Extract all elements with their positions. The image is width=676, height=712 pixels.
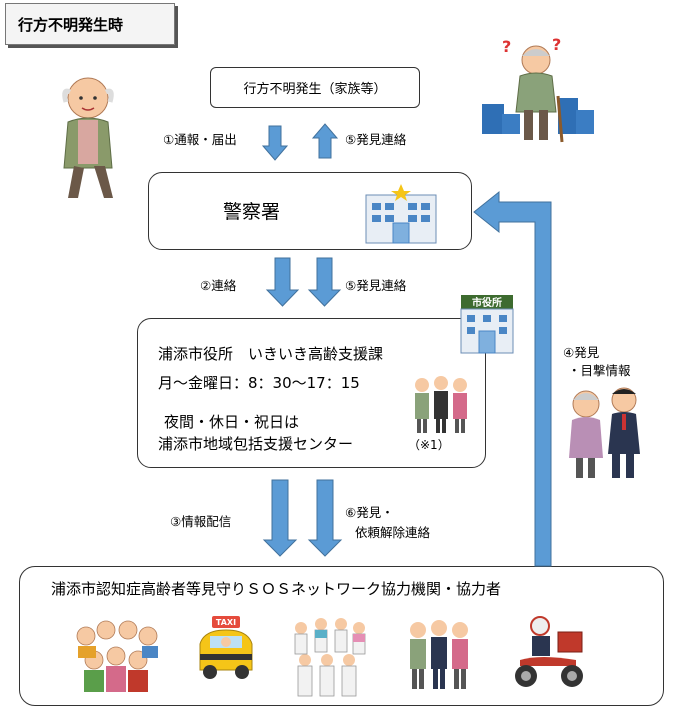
arrow-report-down [261, 125, 289, 161]
city-hall-sign: 市役所 [472, 296, 502, 309]
arrow-witness-path [473, 190, 552, 567]
city-office-line4: 浦添市地域包括支援センター [158, 435, 354, 453]
occurrence-node: 行方不明発生（家族等） [210, 67, 420, 108]
police-station-icon [365, 184, 437, 244]
arrow-found-up [311, 123, 339, 159]
page-title-text: 行方不明発生時 [18, 15, 124, 34]
step-found-2: ⑤発見連絡 [345, 278, 407, 293]
step-witness-2: ・目撃情報 [568, 363, 631, 378]
delivery-scooter-icon [515, 616, 583, 687]
city-hall-icon: 市役所 [460, 295, 514, 354]
step-found-1: ⑤発見連絡 [345, 132, 407, 147]
witness-icon [569, 387, 640, 478]
arrow-found-down [307, 257, 342, 307]
arrow-info-down [262, 479, 298, 557]
business-people-icon [410, 620, 468, 689]
step-info: ③情報配信 [170, 514, 232, 529]
network-label: 浦添市認知症高齢者等見守りＳＯＳネットワーク協力機関・協力者 [51, 580, 502, 598]
city-office-line1: 浦添市役所 いきいき高齢支援課 [158, 345, 384, 363]
city-office-note: （※1） [408, 438, 450, 452]
elderly-man-icon [62, 77, 114, 198]
step-release-2: 依頼解除連絡 [355, 525, 431, 540]
svg-text:?: ? [552, 38, 561, 54]
crowd-icon [76, 620, 158, 692]
city-office-line3: 夜間・休日・祝日は [164, 413, 300, 431]
confused-elderly-icon: ? ? [482, 38, 594, 143]
step-witness-1: ④発見 [563, 345, 600, 360]
arrow-release-down [307, 479, 343, 557]
staff-group-icon [415, 376, 467, 433]
svg-text:?: ? [502, 38, 511, 56]
step-release-1: ⑥発見・ [345, 505, 394, 520]
city-office-hours: 月～金曜日：8：30～17：15 [158, 374, 360, 392]
step-report: ①通報・届出 [163, 132, 237, 147]
taxi-sign: TAXI [216, 618, 236, 627]
taxi-icon: TAXI [199, 616, 253, 679]
police-label: 警察署 [223, 201, 281, 223]
step-contact: ②連絡 [200, 278, 237, 293]
occurrence-label: 行方不明発生（家族等） [243, 82, 387, 97]
page-title: 行方不明発生時 [5, 3, 175, 45]
arrow-contact-down [265, 257, 300, 307]
medical-staff-icon [294, 618, 366, 697]
